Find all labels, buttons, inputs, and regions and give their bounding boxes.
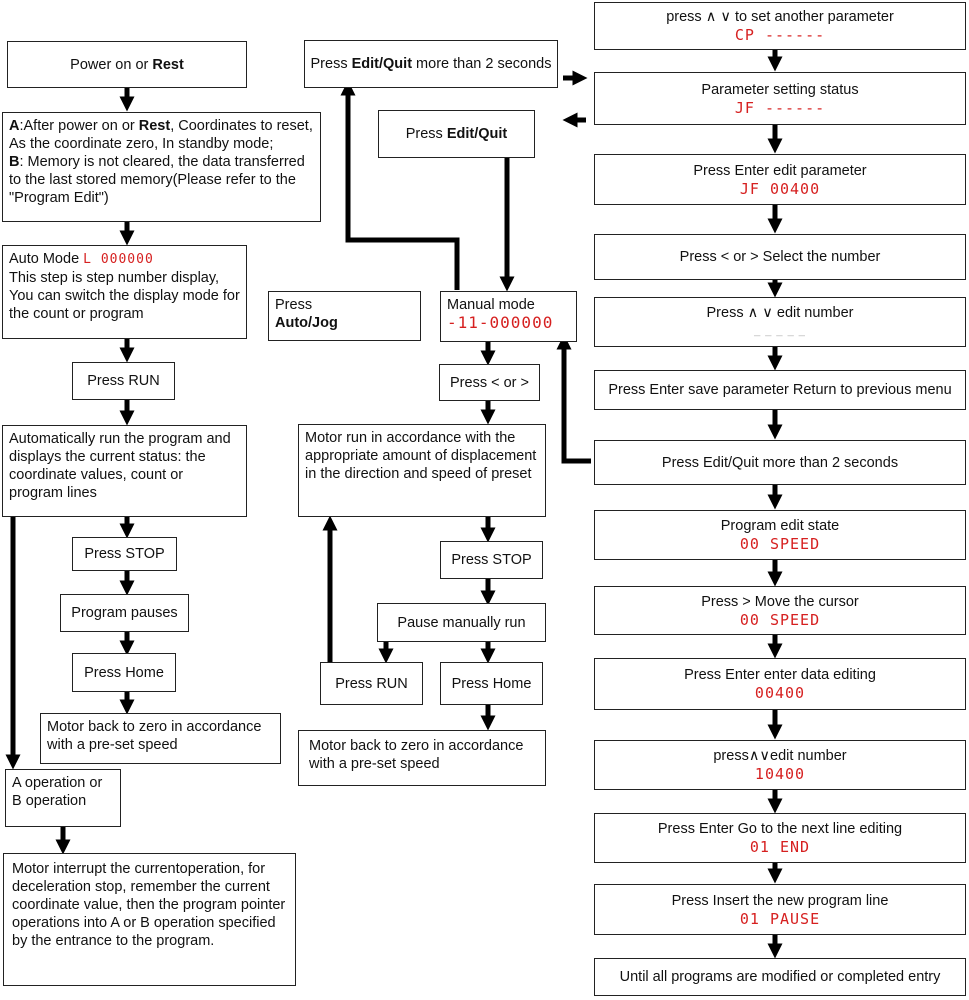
press-stop-label-mid: Press STOP — [451, 552, 532, 568]
enter-edit-param-box: Press Enter edit parameter JF 00400 — [594, 154, 966, 205]
param-status-text: Parameter setting status — [701, 81, 859, 98]
motor-run-box: Motor run in accordance with the appropr… — [298, 424, 546, 517]
move-cursor-box: Press > Move the cursor 00 SPEED — [594, 586, 966, 635]
program-pauses-box: Program pauses — [60, 594, 189, 632]
auto-mode-label: Auto Mode — [9, 251, 84, 267]
edit-quit-2s-right-box: Press Edit/Quit more than 2 seconds — [594, 440, 966, 485]
manual-mode-box: Manual mode -11-000000 — [440, 291, 577, 342]
move-cursor-text: Press > Move the cursor — [701, 593, 859, 610]
auto-run-text: Automatically run the program and displa… — [9, 431, 231, 501]
enter-edit-param-text: Press Enter edit parameter — [693, 162, 867, 179]
next-line-led: 01 END — [749, 838, 811, 856]
select-number-box: Press < or > Select the number — [594, 234, 966, 280]
motor-back-text-left: Motor back to zero in accordance with a … — [47, 719, 262, 753]
motor-interrupt-box: Motor interrupt the currentoperation, fo… — [3, 853, 296, 986]
program-edit-state-box: Program edit state 00 SPEED — [594, 510, 966, 560]
set-another-param-box: press ∧ ∨ to set another parameter CP --… — [594, 2, 966, 50]
param-status-led: JF ------ — [734, 98, 826, 117]
info-a-label: A — [9, 118, 20, 134]
enter-data-box: Press Enter enter data editing 00400 — [594, 658, 966, 710]
edit-quit-2s-right-text: Press Edit/Quit more than 2 seconds — [661, 454, 899, 471]
press-run-label-mid: Press RUN — [335, 675, 408, 692]
arrow-editquit2s-to-manual — [556, 334, 591, 464]
auto-run-box: Automatically run the program and displa… — [2, 425, 247, 517]
power-on-text: Power on or — [70, 56, 153, 73]
arrow-manual-to-editquit2s — [340, 80, 460, 290]
next-line-text: Press Enter Go to the next line editing — [657, 821, 903, 837]
edit-quit-2s-bold: Edit/Quit — [351, 56, 413, 72]
press-stop-box-left: Press STOP — [72, 537, 177, 571]
motor-back-box-mid: Motor back to zero in accordance with a … — [298, 730, 546, 786]
save-param-box: Press Enter save parameter Return to pre… — [594, 370, 966, 410]
reset-info-box: A:After power on or Rest, Coordinates to… — [2, 112, 321, 222]
move-cursor-led: 00 SPEED — [739, 610, 821, 629]
auto-mode-text: This step is step number display, You ca… — [9, 270, 240, 322]
manual-mode-label: Manual mode — [447, 297, 535, 313]
info-b-label: B — [9, 154, 20, 170]
insert-line-text: Press Insert the new program line — [671, 892, 889, 909]
press-edit-number-text: press∧∨edit number — [713, 748, 847, 764]
power-on-bold: Rest — [152, 56, 184, 73]
press-stop-label-left: Press STOP — [84, 546, 165, 562]
press-home-box-mid: Press Home — [440, 662, 543, 705]
pause-manual-label: Pause manually run — [397, 614, 526, 631]
edit-quit-box: Press Edit/Quit — [378, 110, 535, 158]
auto-mode-box: Auto Mode L 000000 This step is step num… — [2, 245, 247, 339]
program-edit-state-led: 00 SPEED — [739, 535, 821, 553]
motor-run-text: Motor run in accordance with the appropr… — [305, 430, 537, 482]
auto-mode-led: L 000000 — [83, 252, 154, 267]
press-stop-box-mid: Press STOP — [440, 541, 543, 579]
edit-number-box: Press ∧ ∨ edit number _ _ _ _ _ — [594, 297, 966, 347]
param-status-box: Parameter setting status JF ------ — [594, 72, 966, 125]
edit-quit-2s-post: more than 2 seconds — [412, 56, 552, 72]
program-edit-state-text: Program edit state — [720, 518, 840, 534]
save-param-text: Press Enter save parameter Return to pre… — [608, 382, 952, 398]
manual-mode-led: -11-000000 — [447, 313, 554, 332]
press-lr-box: Press < or > — [439, 364, 540, 401]
enter-edit-param-led: JF 00400 — [739, 179, 821, 198]
enter-data-led: 00400 — [754, 684, 806, 702]
program-pauses-label: Program pauses — [71, 605, 178, 621]
edit-quit-bold: Edit/Quit — [446, 126, 508, 142]
edit-quit-pre: Press — [405, 126, 447, 142]
until-all-box: Until all programs are modified or compl… — [594, 958, 966, 996]
motor-interrupt-text: Motor interrupt the currentoperation, fo… — [12, 861, 286, 949]
press-run-box-left: Press RUN — [72, 362, 175, 400]
info-a-text1: :After power on or — [19, 118, 139, 134]
set-another-param-text: press ∧ ∨ to set another parameter — [666, 9, 894, 25]
edit-number-text: Press ∧ ∨ edit number — [706, 305, 854, 321]
pause-manual-box: Pause manually run — [377, 603, 546, 642]
edit-quit-2s-box: Press Edit/Quit more than 2 seconds — [304, 40, 558, 88]
insert-line-box: Press Insert the new program line 01 PAU… — [594, 884, 966, 935]
press-edit-number-box: press∧∨edit number 10400 — [594, 740, 966, 790]
press-run-box-mid: Press RUN — [320, 662, 423, 705]
auto-jog-pre: Press — [275, 297, 313, 313]
info-a-rest: Rest — [138, 118, 171, 134]
select-number-text: Press < or > Select the number — [679, 249, 881, 265]
press-lr-label: Press < or > — [450, 374, 529, 391]
insert-line-led: 01 PAUSE — [739, 909, 821, 928]
motor-back-box-left: Motor back to zero in accordance with a … — [40, 713, 281, 764]
motor-back-text-mid: Motor back to zero in accordance with a … — [309, 738, 524, 772]
set-another-param-led: CP ------ — [734, 26, 826, 44]
auto-jog-box: Press Auto/Jog — [268, 291, 421, 341]
press-edit-number-led: 10400 — [754, 765, 806, 783]
info-a-text2: , Coordinates to reset, As the coordinat… — [9, 118, 313, 152]
press-home-box-left: Press Home — [72, 653, 176, 692]
auto-jog-bold: Auto/Jog — [275, 315, 338, 331]
power-on-box: Power on or Rest — [7, 41, 247, 88]
edit-number-led: _ _ _ _ _ — [754, 325, 806, 337]
next-line-box: Press Enter Go to the next line editing … — [594, 813, 966, 863]
until-all-text: Until all programs are modified or compl… — [619, 969, 941, 985]
ab-operation-box: A operation or B operation — [5, 769, 121, 827]
ab-operation-text: A operation or B operation — [12, 775, 103, 809]
info-b-text: : Memory is not cleared, the data transf… — [9, 154, 305, 206]
enter-data-text: Press Enter enter data editing — [684, 667, 876, 683]
press-run-label-left: Press RUN — [87, 373, 160, 389]
press-home-label-mid: Press Home — [451, 675, 532, 692]
press-home-label-left: Press Home — [84, 664, 164, 681]
edit-quit-2s-pre: Press — [310, 56, 352, 72]
